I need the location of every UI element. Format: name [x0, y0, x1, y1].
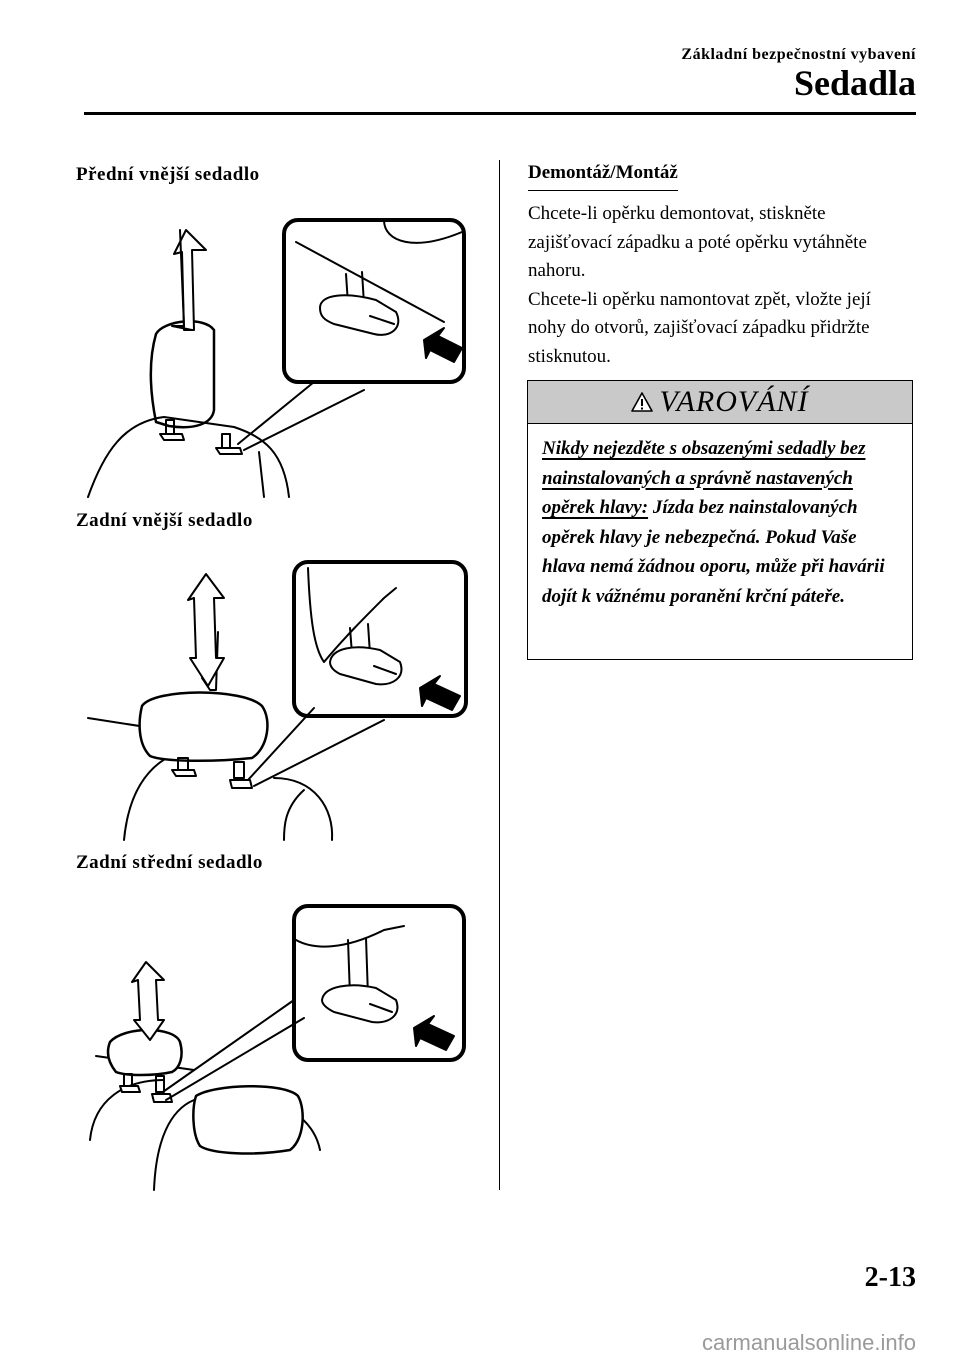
warning-box: VAROVÁNÍ Nikdy nejezděte s obsazenými se… [527, 380, 913, 660]
warning-title: VAROVÁNÍ [659, 385, 809, 418]
page-number: 2-13 [864, 1262, 916, 1293]
caption-rear-outer-seat: Zadní vnější sedadlo [76, 510, 253, 531]
caption-rear-center-seat: Zadní střední sedadlo [76, 852, 263, 873]
illustration-rear-outer-seat [87, 560, 468, 841]
header-rule [84, 112, 916, 115]
instructions-text: Chcete-li opěrku demontovat, stiskněte z… [528, 200, 908, 371]
warning-underlined-text: Nikdy nejezděte s obsazenými sedadly bez… [542, 438, 866, 518]
warning-triangle-icon [631, 392, 654, 412]
warning-body-text: Jízda bez nainstalovaných opěrek hlavy j… [542, 497, 885, 607]
section-title: Základní bezpečnostní vybavení [681, 46, 916, 63]
paragraph-installation: Chcete-li opěrku namontovat zpět, vložte… [528, 288, 871, 367]
illustration-rear-center-seat [89, 904, 466, 1191]
column-divider [499, 160, 500, 1190]
watermark: carmanualsonline.info [701, 1330, 916, 1355]
caption-front-outer-seat: Přední vnější sedadlo [76, 164, 260, 185]
paragraph-removal: Chcete-li opěrku demontovat, stiskněte z… [528, 203, 867, 281]
page-title: Sedadla [793, 63, 916, 103]
subheading-removal-installation: Demontáž/Montáž [528, 162, 678, 191]
illustration-front-outer-seat [87, 218, 466, 498]
warning-header: VAROVÁNÍ [528, 381, 912, 424]
warning-text: Nikdy nejezděte s obsazenými sedadly bez… [528, 424, 912, 611]
